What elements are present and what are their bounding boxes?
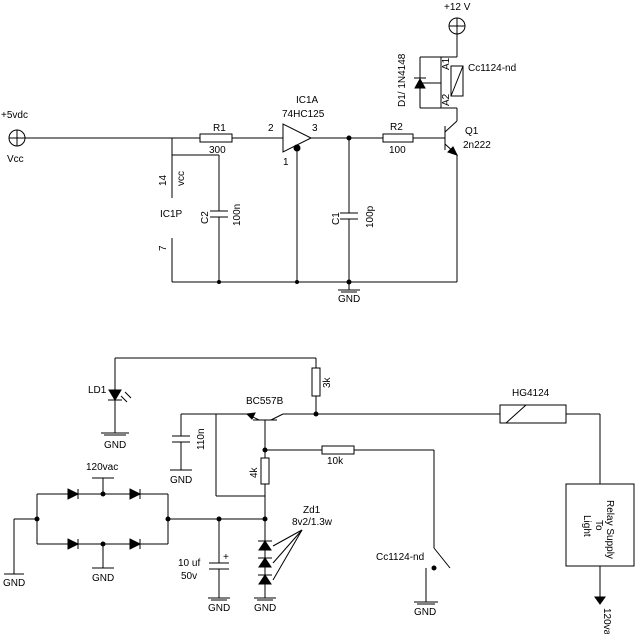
gnd-bridge-label: GND [92, 573, 114, 584]
relay-pin-a1: A1 [441, 57, 452, 70]
d1-diode [414, 77, 426, 89]
ld1-name: LD1 [88, 385, 107, 396]
ic1p-vcc-label: vcc [176, 171, 187, 186]
hg4124-name: HG4124 [512, 388, 550, 399]
ic-pin-out-label: 3 [312, 123, 318, 134]
zd1-value: 8v2/1.3w [292, 517, 333, 528]
capacitor-10uf-voltage: 50v [181, 571, 197, 582]
r1-resistor [199, 133, 233, 143]
gnd-contact-label: GND [414, 607, 436, 618]
resistor-3k [311, 367, 321, 397]
ld1-led [108, 389, 132, 403]
c1-name: C1 [331, 212, 342, 225]
vcc-voltage-label: +5vdc [1, 110, 28, 121]
c1-capacitor [340, 212, 358, 220]
relay-supply-box [565, 483, 635, 567]
vcc-name-label: Vcc [7, 154, 24, 165]
vcc-source-symbol [8, 129, 26, 147]
zd1-name: Zd1 [303, 505, 321, 516]
gnd-zener-label: GND [254, 603, 276, 614]
ic1p-pin7-label: 7 [158, 245, 169, 251]
gnd-top-label: GND [338, 294, 360, 305]
supply-12v-label: +12 V [444, 2, 471, 13]
load-line2: To [593, 520, 604, 531]
gnd-10uf-label: GND [208, 603, 230, 614]
q1-name: Q1 [465, 126, 479, 137]
r2-name: R2 [390, 122, 403, 133]
c2-capacitor [210, 210, 228, 218]
r2-value: 100 [389, 145, 406, 156]
capacitor-110n-value: 110n [196, 428, 207, 450]
zd1-zener-stack [258, 540, 272, 585]
c2-value: 100n [232, 204, 243, 226]
gnd-110n-label: GND [170, 475, 192, 486]
relay-contact-name: Cc1124-nd [376, 552, 424, 563]
gnd-left-label: GND [3, 578, 25, 589]
resistor-3k-value: 3k [322, 376, 333, 388]
r2-resistor [382, 133, 414, 143]
ic-name: IC1A [296, 95, 319, 106]
relay-name: Cc1124-nd [468, 63, 516, 74]
r1-name: R1 [213, 123, 226, 134]
bc557b-part: BC557B [246, 396, 284, 407]
ac-input-label: 120vac [86, 462, 118, 473]
bridge-rectifier [36, 488, 169, 550]
relay-contact-switch [433, 547, 451, 569]
resistor-4k [260, 457, 270, 485]
d1-label: D1/ 1N4148 [397, 53, 408, 107]
resistor-4k-value: 4k [249, 466, 260, 478]
capacitor-10uf-value: 10 uf [178, 558, 200, 569]
ic-pin-in-label: 2 [268, 123, 274, 134]
capacitor-10uf [209, 562, 229, 570]
q1-part: 2n222 [463, 140, 491, 151]
ic1p-name: IC1P [160, 209, 183, 220]
capacitor-110n [172, 435, 190, 443]
ac-output-arrow [594, 596, 606, 605]
ic-pin-enable-label: 1 [283, 157, 289, 168]
ic1p-pin14-label: 14 [158, 174, 169, 186]
load-line1: Relay Supply [604, 500, 615, 559]
c1-value: 100p [365, 205, 376, 228]
ac-output-label: 120vac [601, 608, 612, 634]
gnd-led-label: GND [104, 440, 126, 451]
hg4124-relay [499, 404, 567, 424]
resistor-10k [321, 445, 355, 455]
resistor-10k-value: 10k [327, 456, 344, 467]
load-line3: Light [581, 515, 592, 537]
r1-value: 300 [209, 145, 226, 156]
capacitor-10uf-plus: + [223, 552, 229, 563]
ic-part: 74HC125 [282, 109, 325, 120]
c2-name: C2 [200, 211, 211, 224]
supply-12v-symbol [448, 17, 466, 35]
relay-pin-a2: A2 [441, 93, 452, 106]
ic-enable-bubble [293, 144, 301, 152]
